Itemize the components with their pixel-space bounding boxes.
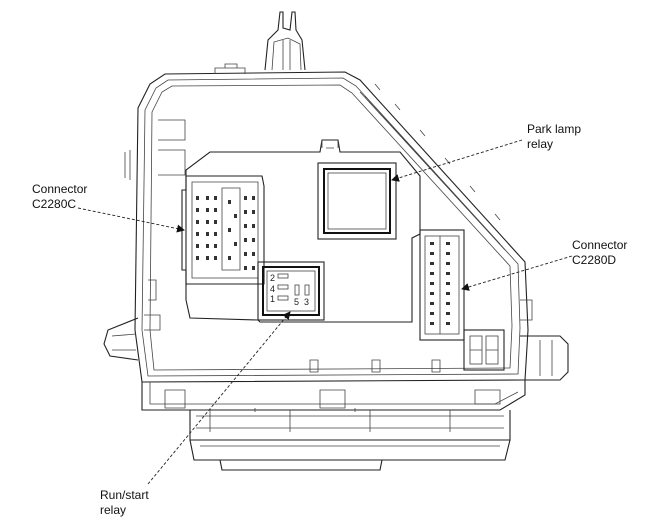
housing-outline xyxy=(124,63,529,383)
leader-connector-c2280d xyxy=(461,255,573,291)
right-side-mount xyxy=(520,299,569,381)
connector-c2280d-pins xyxy=(430,242,450,325)
callout-connector-c2280c: Connector C2280C xyxy=(32,182,87,212)
leader-park-lamp-relay xyxy=(391,139,523,182)
leader-run-start-relay xyxy=(147,311,291,485)
relay-terminal-2: 2 xyxy=(270,273,275,283)
callout-connector-c2280d: Connector C2280D xyxy=(572,238,627,268)
park-lamp-relay-graphic xyxy=(317,162,397,240)
side-connector-graphic xyxy=(463,329,505,371)
callout-park-lamp-relay: Park lamp relay xyxy=(527,122,581,152)
leader-lines xyxy=(77,139,573,485)
callout-connector-c2280c-line2: C2280C xyxy=(32,197,77,211)
relay-terminal-5: 5 xyxy=(294,297,299,307)
top-mounting-bracket xyxy=(264,11,306,71)
leader-connector-c2280c xyxy=(77,207,185,233)
connector-c2280d-graphic xyxy=(419,229,465,341)
base-section xyxy=(141,359,526,471)
run-start-relay-graphic: 2 4 1 5 3 xyxy=(257,261,325,321)
callout-park-lamp-relay-line1: Park lamp xyxy=(527,122,582,136)
callout-park-lamp-relay-line2: relay xyxy=(527,137,554,151)
left-side-mount xyxy=(103,317,139,361)
relay-terminal-4: 4 xyxy=(270,284,275,294)
inner-platform xyxy=(185,139,421,323)
relay-terminal-3: 3 xyxy=(304,297,309,307)
relay-terminal-1: 1 xyxy=(270,294,275,304)
callout-connector-c2280c-line1: Connector xyxy=(32,182,88,196)
connector-c2280c-pins xyxy=(196,196,255,270)
callout-connector-c2280d-line1: Connector xyxy=(572,238,628,252)
connector-c2280c-graphic xyxy=(181,175,265,285)
callout-run-start-relay-line2: relay xyxy=(100,503,127,517)
callout-run-start-relay-line1: Run/start xyxy=(100,488,149,502)
callout-connector-c2280d-line2: C2280D xyxy=(572,253,617,267)
callout-run-start-relay: Run/start relay xyxy=(100,488,149,518)
